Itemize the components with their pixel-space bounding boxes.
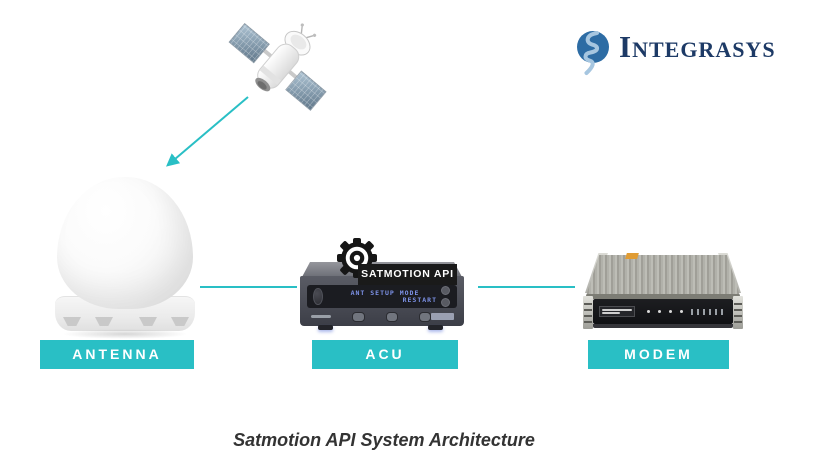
- antenna-dome: [57, 177, 193, 309]
- acu-button: [352, 311, 365, 322]
- acu-button-row: [307, 310, 457, 323]
- antenna-shadow: [62, 329, 188, 339]
- modem-bracket-left: [583, 296, 593, 329]
- modem-front-panel: [593, 299, 733, 324]
- acu-foot: [428, 325, 443, 330]
- acu-image: ANT SETUP MODE RESTART: [300, 234, 465, 334]
- acu-led: [441, 298, 450, 307]
- modem-image: [583, 252, 743, 336]
- node-label-modem: MODEM: [588, 340, 729, 369]
- acu-knob: [313, 288, 323, 305]
- node-label-acu: ACU: [312, 340, 458, 369]
- acu-display-strip: ANT SETUP MODE RESTART: [307, 285, 457, 308]
- modem-bottom-edge: [593, 324, 733, 328]
- acu-button: [418, 311, 432, 322]
- acu-led: [441, 286, 450, 295]
- modem-top-face: [585, 255, 741, 299]
- acu-model-chip: [431, 313, 455, 320]
- node-label-antenna: ANTENNA: [40, 340, 194, 369]
- acu-led-buttons: [441, 286, 450, 307]
- antenna-image: [50, 172, 200, 342]
- modem-bracket-right: [733, 296, 743, 329]
- acu-button: [385, 311, 398, 322]
- integrasys-logo-mark-icon: [577, 31, 609, 75]
- antenna-base-notch: [171, 317, 189, 326]
- acu-slot: [311, 315, 332, 318]
- antenna-base-notch: [139, 317, 157, 326]
- integrasys-logo-text: Integrasys: [619, 29, 776, 64]
- modem-port-indicators: [691, 308, 723, 315]
- antenna-base-notch: [63, 317, 81, 326]
- acu-display-line2: RESTART: [402, 295, 437, 304]
- satellite-icon: [228, 22, 327, 111]
- diagram-caption: Satmotion API System Architecture: [233, 430, 535, 450]
- acu-display-line1: ANT SETUP MODE: [350, 288, 420, 297]
- antenna-base-notch: [95, 317, 113, 326]
- acu-display: ANT SETUP MODE RESTART: [323, 288, 437, 304]
- modem-handle-tab: [625, 253, 639, 259]
- integrasys-logo: Integrasys: [576, 30, 776, 76]
- modem-led-indicators: [647, 310, 683, 313]
- satmotion-api-label: SATMOTION API: [358, 264, 457, 285]
- acu-foot: [318, 325, 333, 330]
- modem-brand-chip: [599, 306, 635, 317]
